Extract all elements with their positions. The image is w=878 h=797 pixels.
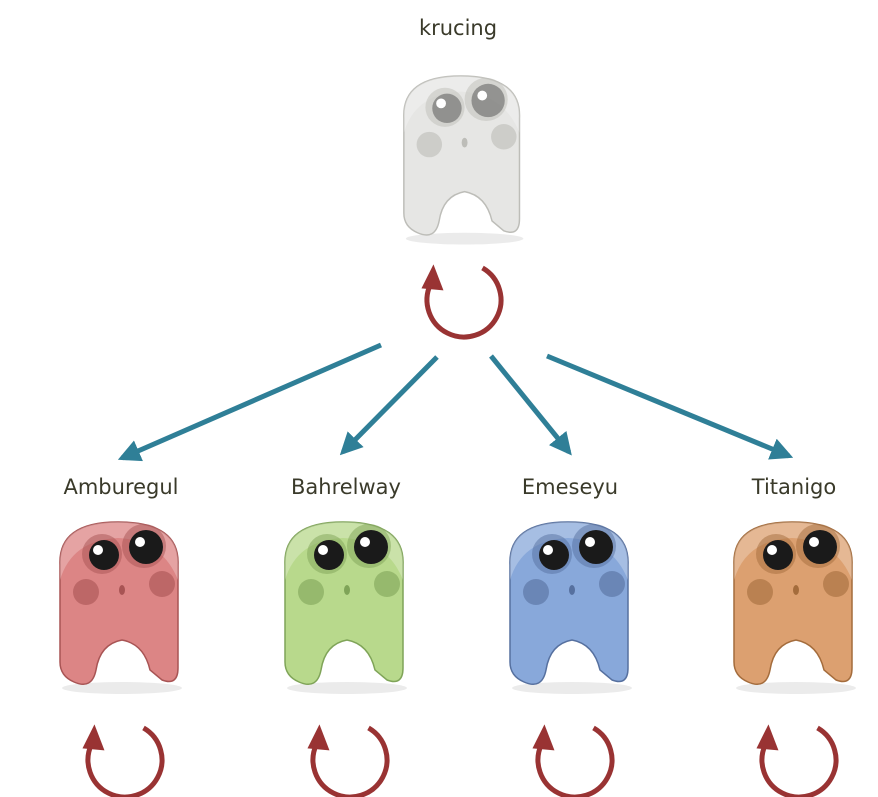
creature-icon — [403, 75, 524, 245]
inheritance-arrow — [339, 355, 439, 456]
cycle-arrow-icon — [532, 724, 615, 797]
child-label: Titanigo — [751, 475, 836, 499]
cycle-arrow-icon — [307, 724, 390, 797]
cycle-arrow-icon — [421, 264, 504, 340]
cycle-arrow-icon — [756, 724, 839, 797]
inheritance-arrow — [489, 354, 572, 456]
creature-icon — [509, 521, 632, 694]
creature-icon — [284, 521, 407, 694]
child-label: Amburegul — [63, 475, 178, 499]
child-label: Bahrelway — [291, 475, 401, 499]
inheritance-arrow — [117, 342, 382, 462]
creature-icon — [59, 521, 182, 694]
parent-label: krucing — [419, 16, 497, 40]
cycle-arrow-icon — [82, 724, 165, 797]
inheritance-arrow — [546, 353, 794, 460]
child-label: Emeseyu — [522, 475, 618, 499]
creature-icon — [733, 521, 856, 694]
